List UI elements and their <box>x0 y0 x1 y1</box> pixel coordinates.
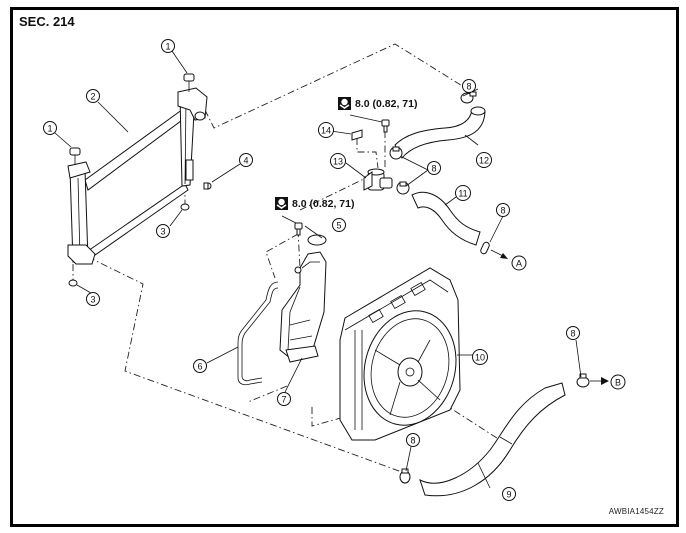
svg-text:8: 8 <box>410 436 415 446</box>
svg-text:1: 1 <box>165 42 170 52</box>
radiator-cap-lower <box>69 147 81 165</box>
svg-text:10: 10 <box>475 353 485 363</box>
svg-text:11: 11 <box>458 189 467 199</box>
label-14 <box>351 129 363 141</box>
connector-a: A <box>511 255 527 271</box>
svg-text:8: 8 <box>466 82 471 92</box>
phantom-line-reservoir-low <box>247 385 288 403</box>
torque-spec-lower: 8.0 (0.82, 71) <box>275 197 354 210</box>
hose-mark <box>499 436 513 445</box>
torque-wrench-icon <box>275 197 288 210</box>
callout-8-top: 8 <box>462 79 476 93</box>
svg-text:6: 6 <box>197 362 202 372</box>
hose-clamp-to-b <box>576 373 590 388</box>
connector-b-arrow <box>590 377 609 385</box>
section-label: SEC. 214 <box>19 14 75 29</box>
cooling-fan-assembly <box>339 267 461 441</box>
callout-10: 10 <box>472 349 488 365</box>
callout-13: 13 <box>330 153 346 169</box>
callout-3-right: 3 <box>156 224 170 238</box>
phantom-lines <box>72 43 501 476</box>
leader-lines <box>54 50 582 489</box>
callout-1-lower: 1 <box>43 121 57 135</box>
torque-spec-upper: 8.0 (0.82, 71) <box>338 97 417 110</box>
hose-clamp-middle <box>389 146 403 160</box>
callout-1-upper: 1 <box>161 39 175 53</box>
callout-3-left: 3 <box>86 292 100 306</box>
reservoir-cap <box>307 234 327 246</box>
callout-8-bottom: 8 <box>406 433 420 447</box>
radiator <box>67 87 208 265</box>
callout-7: 7 <box>277 392 291 406</box>
callout-8-to-a: 8 <box>496 203 510 217</box>
callout-11: 11 <box>455 185 471 201</box>
phantom-line-label <box>356 138 379 169</box>
radiator-upper-hose <box>394 109 486 159</box>
water-outlet <box>363 168 393 191</box>
torque-value-upper: 8.0 (0.82, 71) <box>355 98 417 110</box>
phantom-line-reservoir <box>265 233 299 279</box>
reservoir-hose-inner <box>241 287 279 382</box>
radiator-cap-upper <box>183 73 195 92</box>
svg-text:7: 7 <box>281 395 286 405</box>
svg-text:1: 1 <box>47 124 52 134</box>
figure-code: AWBIA1454ZZ <box>608 507 664 516</box>
hose-clamp-to-a <box>480 241 490 255</box>
callout-2: 2 <box>86 89 100 103</box>
diagram-frame <box>10 7 679 527</box>
torque-wrench-icon <box>338 97 351 110</box>
phantom-line-left <box>87 256 411 476</box>
phantom-line-bolt2 <box>297 229 301 269</box>
hose-clamp-lower-middle <box>396 181 410 195</box>
svg-text:9: 9 <box>506 490 511 500</box>
connector-b: B <box>610 374 626 390</box>
callout-6: 6 <box>193 359 207 373</box>
hose-11 <box>411 191 481 246</box>
phantom-line-outlet <box>299 174 373 211</box>
hose-clamp-bottom <box>399 468 411 484</box>
svg-text:3: 3 <box>90 295 95 305</box>
mount-insulator-right <box>180 203 190 211</box>
callout-8-to-b: 8 <box>566 326 580 340</box>
torque-value-lower: 8.0 (0.82, 71) <box>292 198 354 210</box>
svg-text:4: 4 <box>243 156 248 166</box>
svg-text:2: 2 <box>90 92 95 102</box>
callouts: 1 1 2 3 3 4 5 6 7 8 8 8 8 8 9 10 11 12 1… <box>43 39 626 501</box>
svg-text:A: A <box>516 259 522 269</box>
svg-text:5: 5 <box>336 221 341 231</box>
svg-text:3: 3 <box>160 227 165 237</box>
callout-4: 4 <box>239 153 253 167</box>
svg-text:8: 8 <box>431 164 436 174</box>
drain-plug <box>203 182 212 190</box>
svg-text:8: 8 <box>500 206 505 216</box>
callout-14: 14 <box>318 122 334 138</box>
mount-insulator-left <box>68 279 78 287</box>
reservoir-tank <box>279 251 327 363</box>
radiator-upper-hose-end <box>470 106 486 116</box>
connector-a-arrow <box>490 249 508 259</box>
callout-12: 12 <box>476 152 492 168</box>
svg-text:14: 14 <box>321 126 331 136</box>
bolt-lower <box>294 222 303 236</box>
callout-5: 5 <box>332 218 346 232</box>
reservoir-hose <box>237 281 279 386</box>
callout-8-middle: 8 <box>427 161 441 175</box>
bolt-upper <box>381 119 390 133</box>
phantom-line-top <box>204 43 473 129</box>
phantom-line-fan-hose <box>429 394 501 441</box>
svg-text:8: 8 <box>570 329 575 339</box>
svg-text:B: B <box>615 378 621 388</box>
svg-text:12: 12 <box>479 156 489 166</box>
radiator-lower-hose <box>419 382 566 497</box>
callout-9: 9 <box>502 487 516 501</box>
svg-text:13: 13 <box>333 157 343 167</box>
